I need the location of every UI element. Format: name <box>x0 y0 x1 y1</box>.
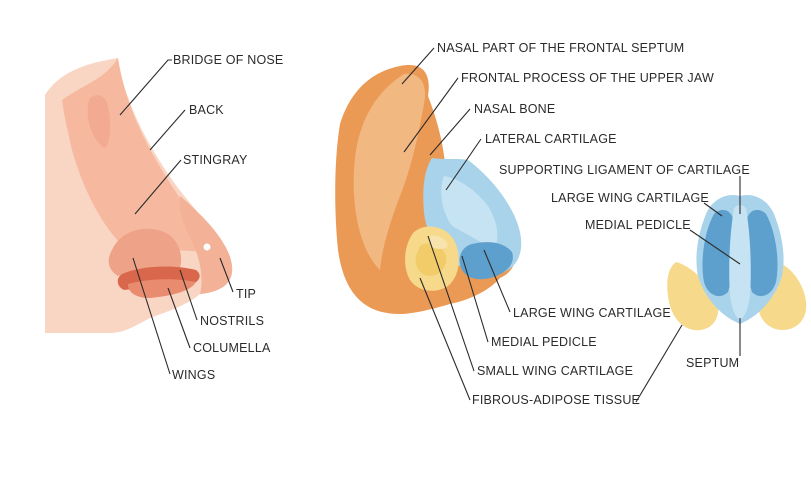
wing-cartilage-left-deep <box>702 209 735 297</box>
leader-columella <box>167 287 191 349</box>
label-frontal-process: FRONTAL PROCESS OF THE UPPER JAW <box>461 71 714 85</box>
adipose-left <box>667 262 719 331</box>
label-large-wing-side: LARGE WING CARTILAGE <box>513 306 671 320</box>
leader-nasal-bone <box>429 108 471 156</box>
leader-stingray <box>134 159 182 215</box>
nostril-rim <box>128 279 196 298</box>
leader-fibrous-bottom <box>635 324 683 403</box>
medial-pedicle-column <box>729 205 751 320</box>
leader-fibrous <box>419 277 471 401</box>
label-wings: WINGS <box>172 368 215 382</box>
lateral-cartilage-inner <box>441 176 498 250</box>
label-columella: COLUMELLA <box>193 341 271 355</box>
leader-frontal-septum <box>401 47 435 85</box>
bottom-view-illustration <box>667 194 807 331</box>
leader-nostrils <box>179 269 198 321</box>
label-nostrils: NOSTRILS <box>200 314 264 328</box>
bottom-labels: SUPPORTING LIGAMENT OF CARTILAGE LARGE W… <box>499 163 750 370</box>
side-leader-lines <box>401 47 511 401</box>
leader-bridge <box>119 59 172 116</box>
leader-lateral-cartilage <box>445 138 482 191</box>
label-medial-pedicle-bottom: MEDIAL PEDICLE <box>585 218 691 232</box>
small-wing-side <box>430 235 448 249</box>
nose-bridge-highlight <box>87 95 111 148</box>
label-small-wing: SMALL WING CARTILAGE <box>477 364 633 378</box>
external-labels: BRIDGE OF NOSE BACK STINGRAY TIP NOSTRIL… <box>172 53 283 382</box>
leader-medial-pedicle-bottom <box>689 229 741 265</box>
label-nasal-bone: NASAL BONE <box>474 102 555 116</box>
external-leader-lines <box>119 59 234 375</box>
leader-large-wing-bottom <box>703 202 723 217</box>
leader-tip <box>219 257 234 293</box>
leader-wings <box>132 257 171 375</box>
side-labels: NASAL PART OF THE FRONTAL SEPTUM FRONTAL… <box>437 41 714 407</box>
label-tip: TIP <box>236 287 256 301</box>
leader-medial-pedicle <box>461 255 489 343</box>
label-fibrous-adipose: FIBROUS-ADIPOSE TISSUE <box>472 393 640 407</box>
label-bridge-of-nose: BRIDGE OF NOSE <box>173 53 283 67</box>
label-large-wing-bottom: LARGE WING CARTILAGE <box>551 191 709 205</box>
leader-frontal-process <box>403 77 459 153</box>
label-frontal-septum: NASAL PART OF THE FRONTAL SEPTUM <box>437 41 684 55</box>
label-supporting-ligament: SUPPORTING LIGAMENT OF CARTILAGE <box>499 163 750 177</box>
large-wing-cartilage-side <box>459 242 513 280</box>
external-nose-illustration <box>45 58 233 333</box>
tip-highlight-dot <box>203 243 211 251</box>
side-anatomy-illustration <box>335 65 522 314</box>
leader-back <box>149 109 186 151</box>
label-back: BACK <box>189 103 224 117</box>
label-medial-pedicle-side: MEDIAL PEDICLE <box>491 335 597 349</box>
nose-wing-shape <box>108 228 182 276</box>
leader-large-wing <box>483 249 511 313</box>
bottom-leader-lines <box>635 176 741 403</box>
leader-small-wing <box>427 235 475 372</box>
orange-face-highlight <box>353 73 426 270</box>
wing-cartilage-right-deep <box>745 209 778 297</box>
label-lateral-cartilage: LATERAL CARTILAGE <box>485 132 617 146</box>
label-stingray: STINGRAY <box>183 153 248 167</box>
label-septum: SEPTUM <box>686 356 739 370</box>
